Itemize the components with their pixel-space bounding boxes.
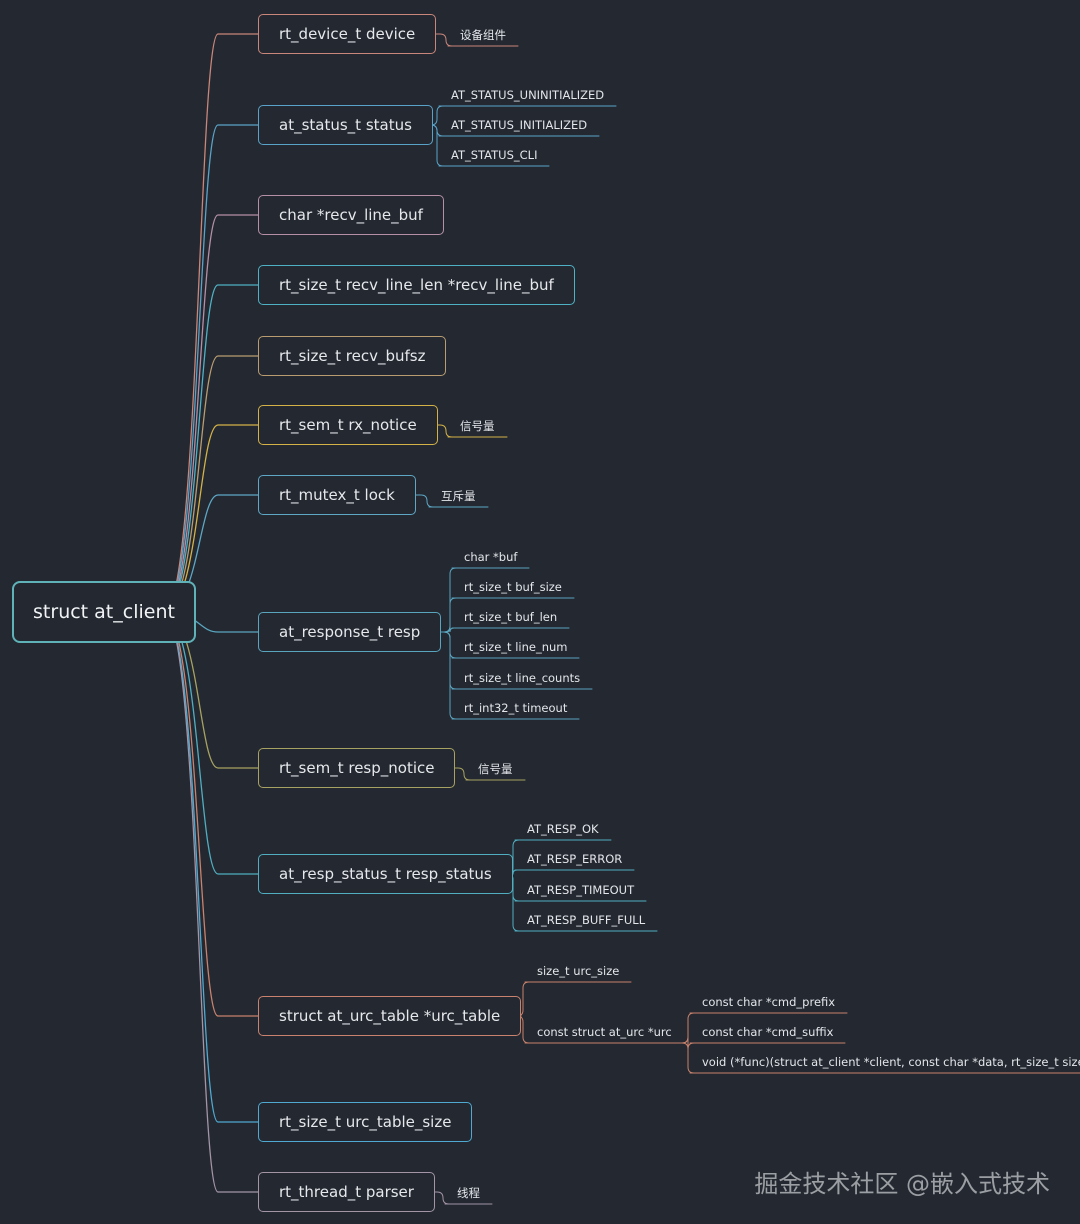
leaf-resp-notice-desc[interactable]: 信号量 xyxy=(478,762,513,776)
leaf-urc-func[interactable]: void (*func)(struct at_client *client, c… xyxy=(702,1055,1080,1069)
leaf-parser-desc[interactable]: 线程 xyxy=(457,1186,480,1200)
member-node-resp-notice[interactable]: rt_sem_t resp_notice xyxy=(258,748,456,788)
leaf-device-desc[interactable]: 设备组件 xyxy=(460,28,506,42)
leaf-resp-buff-full[interactable]: AT_RESP_BUFF_FULL xyxy=(527,913,646,927)
root-node[interactable]: struct at_client xyxy=(12,581,196,643)
member-node-rx-notice[interactable]: rt_sem_t rx_notice xyxy=(258,405,438,445)
leaf-resp-error[interactable]: AT_RESP_ERROR xyxy=(527,852,623,866)
leaf-resp-buf-len[interactable]: rt_size_t buf_len xyxy=(464,610,558,624)
leaf-urc-size[interactable]: size_t urc_size xyxy=(537,964,620,978)
leaf-rx-notice-desc[interactable]: 信号量 xyxy=(460,419,495,433)
leaf-resp-line-counts[interactable]: rt_size_t line_counts xyxy=(464,671,581,685)
leaf-urc-cmd-suffix[interactable]: const char *cmd_suffix xyxy=(702,1025,834,1039)
member-node-urc-table[interactable]: struct at_urc_table *urc_table xyxy=(258,996,522,1036)
leaf-resp-ok[interactable]: AT_RESP_OK xyxy=(527,822,599,836)
leaf-status-initialized[interactable]: AT_STATUS_INITIALIZED xyxy=(451,118,588,132)
leaf-lock-desc[interactable]: 互斥量 xyxy=(441,489,476,503)
leaf-urc-cmd-prefix[interactable]: const char *cmd_prefix xyxy=(702,995,836,1009)
leaf-status-cli[interactable]: AT_STATUS_CLI xyxy=(451,148,538,162)
member-node-recv-line-len[interactable]: rt_size_t recv_line_len *recv_line_buf xyxy=(258,265,575,305)
leaf-resp-timeout[interactable]: rt_int32_t timeout xyxy=(464,701,568,715)
leaf-resp-buf-size[interactable]: rt_size_t buf_size xyxy=(464,580,562,594)
leaf-urc-struct[interactable]: const struct at_urc *urc xyxy=(537,1025,672,1039)
member-node-resp[interactable]: at_response_t resp xyxy=(258,612,442,652)
member-node-lock[interactable]: rt_mutex_t lock xyxy=(258,475,416,515)
leaf-status-uninitialized[interactable]: AT_STATUS_UNINITIALIZED xyxy=(451,88,605,102)
member-node-parser[interactable]: rt_thread_t parser xyxy=(258,1172,435,1212)
member-node-device[interactable]: rt_device_t device xyxy=(258,14,437,54)
leaf-resp-buf[interactable]: char *buf xyxy=(464,550,518,564)
member-node-resp-status[interactable]: at_resp_status_t resp_status xyxy=(258,854,513,894)
leaf-resp-timeout-status[interactable]: AT_RESP_TIMEOUT xyxy=(527,883,635,897)
watermark: 掘金技术社区 @嵌入式技术 xyxy=(754,1170,1050,1198)
member-node-recv-bufsz[interactable]: rt_size_t recv_bufsz xyxy=(258,336,447,376)
member-node-recv-line-buf[interactable]: char *recv_line_buf xyxy=(258,195,444,235)
member-node-status[interactable]: at_status_t status xyxy=(258,105,433,145)
member-node-urc-table-size[interactable]: rt_size_t urc_table_size xyxy=(258,1102,473,1142)
leaf-resp-line-num[interactable]: rt_size_t line_num xyxy=(464,640,568,654)
